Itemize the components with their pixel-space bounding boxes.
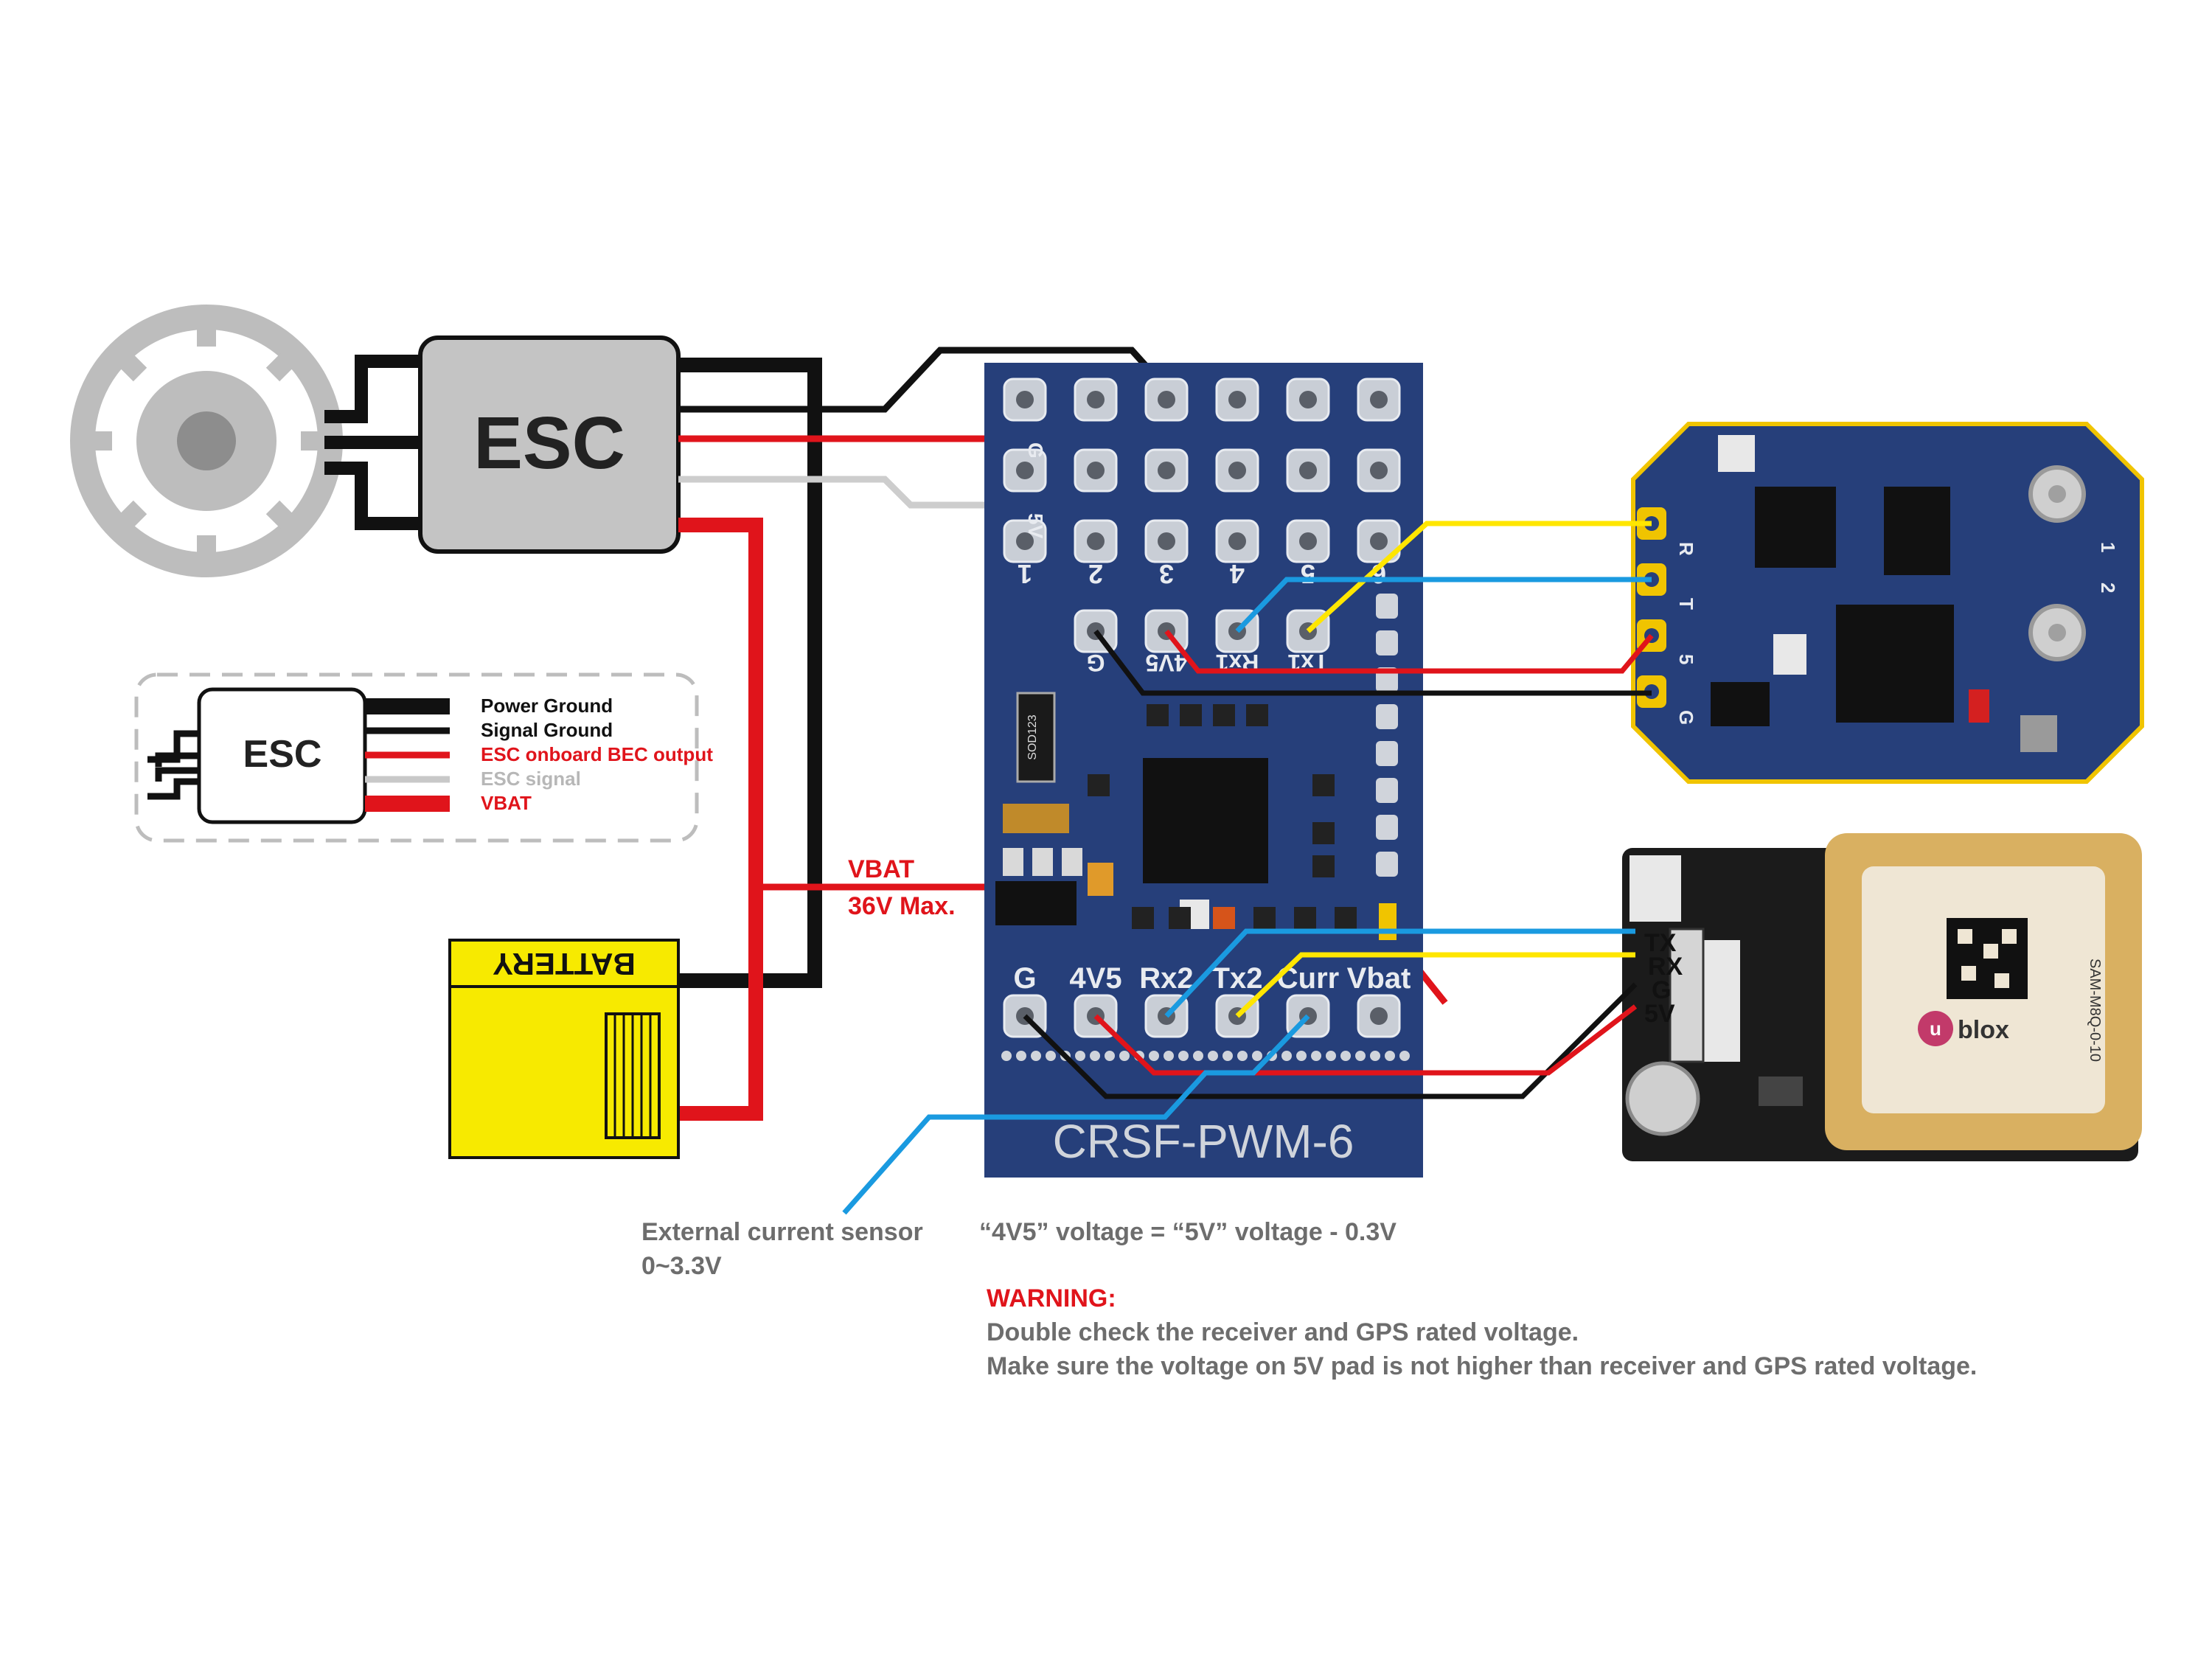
- antenna-label-1: 1: [2097, 542, 2119, 552]
- gps-pin-tx: TX: [1644, 929, 1677, 957]
- board-name: CRSF-PWM-6: [1053, 1115, 1354, 1168]
- receiver-pin-g: G: [1675, 710, 1697, 725]
- gps-pin-g: G: [1652, 976, 1671, 1004]
- motor: [70, 305, 343, 577]
- warning-title: WARNING:: [987, 1284, 1116, 1312]
- legend-esc-signal: ESC signal: [481, 768, 581, 790]
- channel-label-1: 1: [1018, 559, 1032, 589]
- rx-header-g: G: [1087, 650, 1105, 676]
- esc-power-wires: [678, 358, 822, 1121]
- receiver-wires: [1093, 521, 1654, 696]
- legend-esc-label: ESC: [243, 733, 322, 776]
- vbat-label: VBAT: [848, 855, 914, 883]
- bottom-header-tx2: Tx2: [1212, 962, 1263, 995]
- crsf-pwm-6-board: G 5V 1 2 3 4 5 6 G 4V5 Rx1 Tx1: [984, 363, 1423, 1178]
- gps-brand-mark: u: [1930, 1018, 1941, 1040]
- gps-wires: [842, 928, 1638, 1215]
- current-sensor-range: 0~3.3V: [641, 1252, 722, 1280]
- gps-brand: blox: [1958, 1016, 2009, 1044]
- warning-line-2: Make sure the voltage on 5V pad is not h…: [987, 1352, 1977, 1380]
- receiver-pin-5: 5: [1675, 654, 1697, 664]
- receiver-pin-r: R: [1675, 542, 1697, 556]
- bottom-header-vbat: Vbat: [1347, 962, 1411, 995]
- battery-label: BATTERY: [493, 947, 636, 981]
- board-side-label-g: G: [1024, 442, 1047, 459]
- esc-legend: ESC Power Ground Signal Ground ESC onboa…: [134, 672, 713, 843]
- board-side-label-5v: 5V: [1024, 513, 1047, 539]
- warning-line-1: Double check the receiver and GPS rated …: [987, 1318, 1579, 1346]
- motor-phase-wires: [324, 355, 428, 530]
- receiver-module: 1 2 R T 5 G: [1631, 422, 2144, 784]
- esc-main: ESC: [418, 335, 681, 554]
- bottom-header-4v5: 4V5: [1069, 962, 1121, 995]
- channel-label-3: 3: [1159, 559, 1174, 589]
- legend-power-ground: Power Ground: [481, 695, 613, 717]
- diode-label: SOD123: [1026, 714, 1039, 759]
- antenna-label-2: 2: [2097, 582, 2119, 593]
- vbat-max-label: 36V Max.: [848, 892, 956, 920]
- bottom-header-rx2: Rx2: [1139, 962, 1193, 995]
- gps-pin-5v: 5V: [1644, 1000, 1675, 1028]
- gps-pin-rx: RX: [1648, 953, 1683, 981]
- board-components: SOD123: [995, 692, 1397, 940]
- legend-signal-ground: Signal Ground: [481, 719, 613, 741]
- current-sensor-label: External current sensor: [641, 1218, 923, 1246]
- receiver-pin-t: T: [1675, 598, 1697, 610]
- channel-label-2: 2: [1088, 559, 1103, 589]
- battery: BATTERY: [448, 939, 680, 1159]
- esc-main-label: ESC: [473, 402, 625, 484]
- rx-header-4v5: 4V5: [1146, 650, 1188, 676]
- legend-vbat: VBAT: [481, 792, 532, 814]
- gps-model: SAM-M8Q-0-10: [2087, 959, 2103, 1062]
- voltage-note: “4V5” voltage = “5V” voltage - 0.3V: [979, 1218, 1397, 1246]
- channel-label-5: 5: [1301, 559, 1315, 589]
- channel-label-4: 4: [1230, 559, 1245, 589]
- bottom-header-g: G: [1013, 962, 1036, 995]
- legend-bec-output: ESC onboard BEC output: [481, 743, 713, 765]
- gps-module: u blox SAM-M8Q-0-10 TX RX G 5V: [1622, 833, 2142, 1161]
